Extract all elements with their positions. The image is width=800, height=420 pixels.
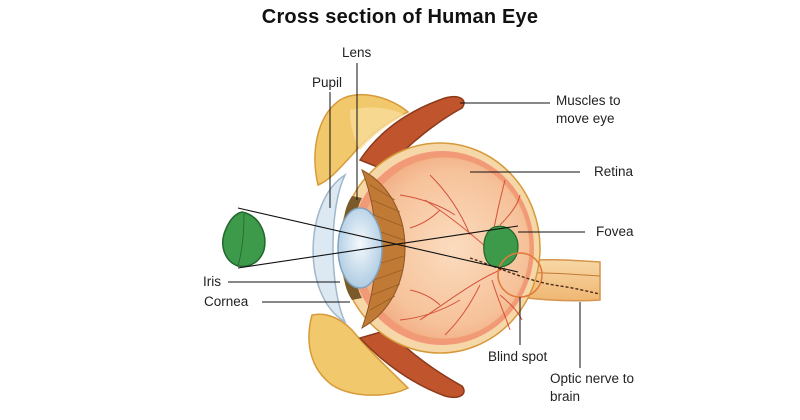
label-cornea: Cornea: [204, 294, 249, 309]
label-lens: Lens: [342, 45, 372, 60]
lens: [337, 207, 383, 289]
label-muscles: Muscles to move eye: [556, 93, 621, 126]
fovea-object: [483, 225, 519, 268]
label-iris: Iris: [203, 274, 221, 289]
label-blind-spot: Blind spot: [488, 349, 548, 364]
label-optic-nerve: Optic nerve to brain: [550, 371, 635, 404]
label-retina: Retina: [594, 164, 634, 179]
label-fovea: Fovea: [596, 224, 634, 239]
diagram-title: Cross section of Human Eye: [261, 6, 539, 28]
upper-muscle: [358, 96, 465, 171]
cornea: [312, 172, 347, 324]
lower-muscle: [358, 329, 465, 398]
upper-eyelid-inner: [350, 107, 405, 150]
label-pupil: Pupil: [312, 75, 343, 90]
leader-lines: [228, 63, 585, 368]
retina-vessels: [399, 174, 523, 336]
lower-eyelid-bone: [308, 313, 410, 396]
